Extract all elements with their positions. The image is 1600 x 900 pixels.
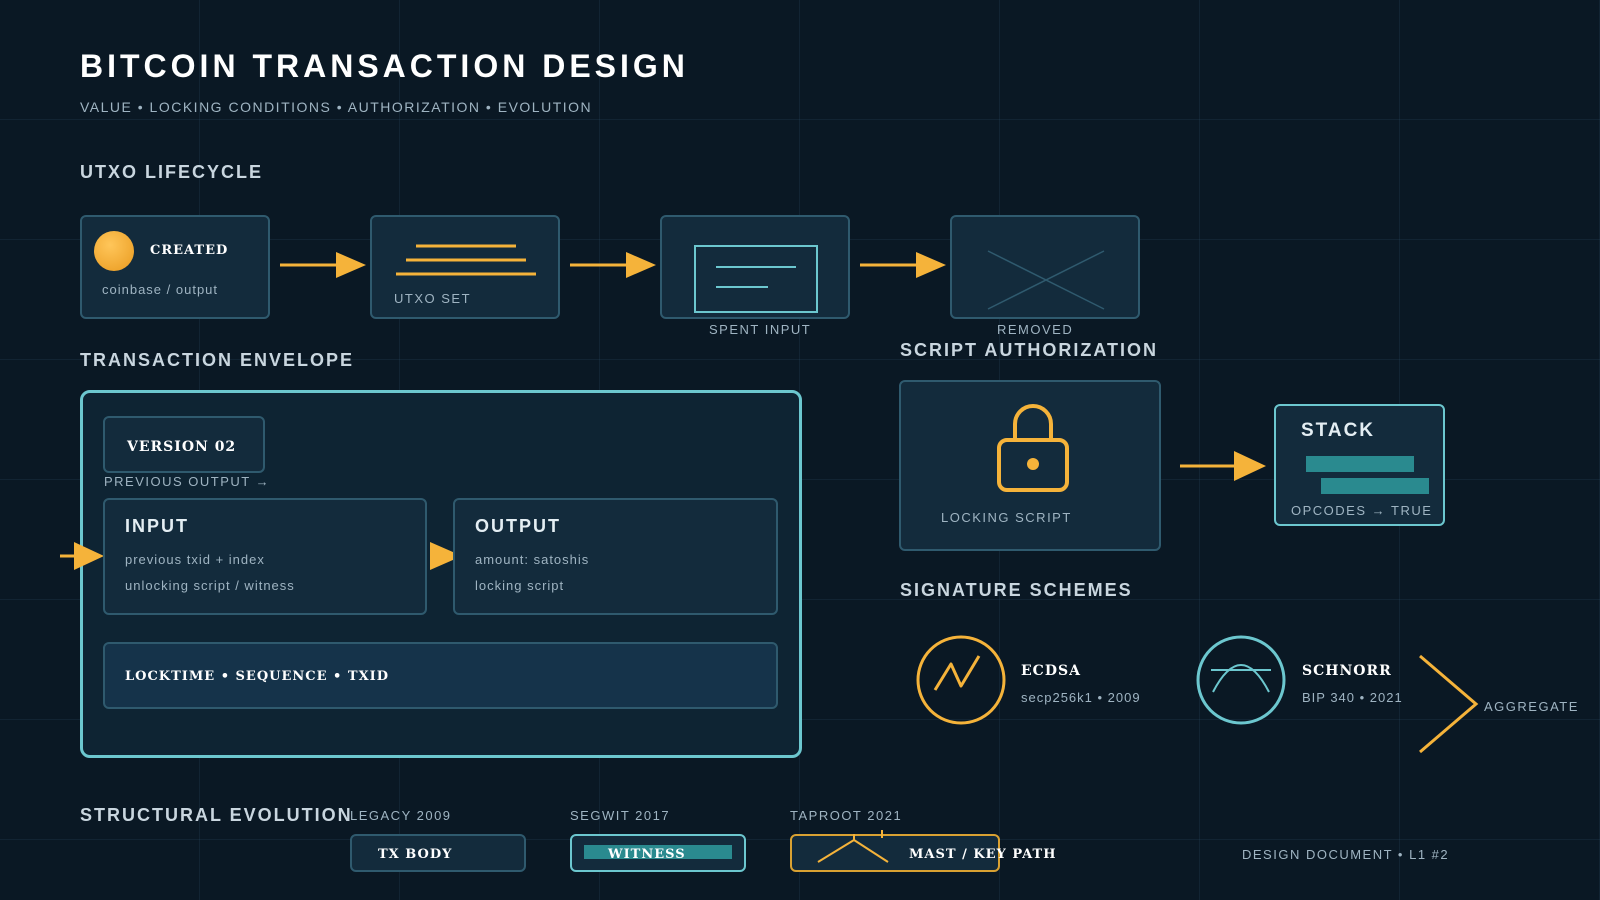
segwit-label: SEGWIT 2017	[570, 808, 671, 823]
section-title-utxo-lifecycle: UTXO LIFECYCLE	[80, 162, 264, 182]
page-title: BITCOIN TRANSACTION DESIGN	[80, 48, 689, 84]
stack-bar-bottom	[1321, 478, 1429, 494]
removed-card	[950, 215, 1140, 319]
schnorr-detail: BIP 340 • 2021	[1302, 690, 1403, 705]
utxo-set-label: UTXO SET	[394, 291, 472, 306]
output-box: OUTPUT amount: satoshis locking script	[453, 498, 778, 615]
arrow-right-icon	[1180, 451, 1266, 481]
arrow-right-icon	[60, 542, 104, 570]
segwit-witness-box: WITNESS	[570, 834, 746, 872]
witness-bar	[584, 845, 732, 859]
locktime-sequence-txid-label: LOCKTIME • SEQUENCE • TXID	[125, 669, 390, 684]
segwit-box-label: WITNESS	[608, 847, 686, 862]
arrow-right-icon	[430, 542, 462, 570]
created-label: CREATED	[150, 243, 229, 258]
section-title-script-authorization: SCRIPT AUTHORIZATION	[900, 340, 1158, 360]
ecdsa-curve-icon	[916, 635, 1006, 725]
output-line-1: amount: satoshis	[475, 552, 590, 567]
aggregate-label: AGGREGATE	[1484, 699, 1579, 714]
arrow-right-icon	[280, 252, 366, 278]
stack-bar-top	[1306, 456, 1414, 472]
stack-card: STACK OPCODES → TRUE	[1274, 404, 1445, 526]
section-title-transaction-envelope: TRANSACTION ENVELOPE	[80, 350, 355, 370]
taproot-mast-box: MAST / KEY PATH	[790, 830, 1056, 872]
document-icon	[694, 245, 818, 313]
utxo-set-card: UTXO SET	[370, 215, 560, 319]
stack-caption: OPCODES → TRUE	[1291, 503, 1433, 518]
locking-script-label: LOCKING SCRIPT	[941, 510, 1072, 525]
input-line-1: previous txid + index	[125, 552, 265, 567]
legacy-label: LEGACY 2009	[350, 808, 452, 823]
utxo-created-card: CREATED coinbase / output	[80, 215, 270, 319]
taproot-label: TAPROOT 2021	[790, 808, 903, 823]
arrow-right-icon	[860, 252, 946, 278]
version-box: VERSION 02	[103, 416, 265, 473]
locking-script-card: LOCKING SCRIPT	[899, 380, 1161, 551]
output-title: OUTPUT	[475, 516, 561, 536]
removed-label: REMOVED	[997, 322, 1074, 337]
spent-input-card	[660, 215, 850, 319]
mast-tree-icon	[817, 830, 889, 863]
locktime-sequence-txid-box: LOCKTIME • SEQUENCE • TXID	[103, 642, 778, 709]
previous-output-label: PREVIOUS OUTPUT →	[104, 474, 271, 489]
chevron-right-icon	[1419, 654, 1479, 754]
coin-icon	[94, 231, 134, 271]
document-id-label: DESIGN DOCUMENT • L1 #2	[1242, 847, 1450, 862]
lock-icon	[997, 404, 1069, 492]
ecdsa-name: ECDSA	[1021, 663, 1081, 679]
section-title-signature-schemes: SIGNATURE SCHEMES	[900, 580, 1133, 600]
legacy-tx-body-box: TX BODY	[350, 834, 526, 872]
schnorr-name: SCHNORR	[1302, 663, 1392, 679]
schnorr-arc-icon	[1196, 635, 1286, 725]
input-line-2: unlocking script / witness	[125, 578, 295, 593]
legacy-box-label: TX BODY	[378, 847, 453, 862]
arrow-right-icon	[570, 252, 656, 278]
version-label: VERSION 02	[127, 439, 237, 455]
input-title: INPUT	[125, 516, 189, 536]
spent-input-label: SPENT INPUT	[709, 322, 812, 337]
utxo-set-lines-icon	[396, 244, 536, 276]
taproot-box-label: MAST / KEY PATH	[909, 847, 1057, 862]
section-title-structural-evolution: STRUCTURAL EVOLUTION	[80, 805, 353, 825]
created-caption: coinbase / output	[102, 282, 219, 297]
page-subtitle: VALUE • LOCKING CONDITIONS • AUTHORIZATI…	[80, 99, 593, 115]
stack-title: STACK	[1301, 420, 1376, 441]
cross-out-icon	[987, 250, 1105, 310]
input-box: INPUT previous txid + index unlocking sc…	[103, 498, 427, 615]
output-line-2: locking script	[475, 578, 565, 593]
ecdsa-detail: secp256k1 • 2009	[1021, 690, 1141, 705]
